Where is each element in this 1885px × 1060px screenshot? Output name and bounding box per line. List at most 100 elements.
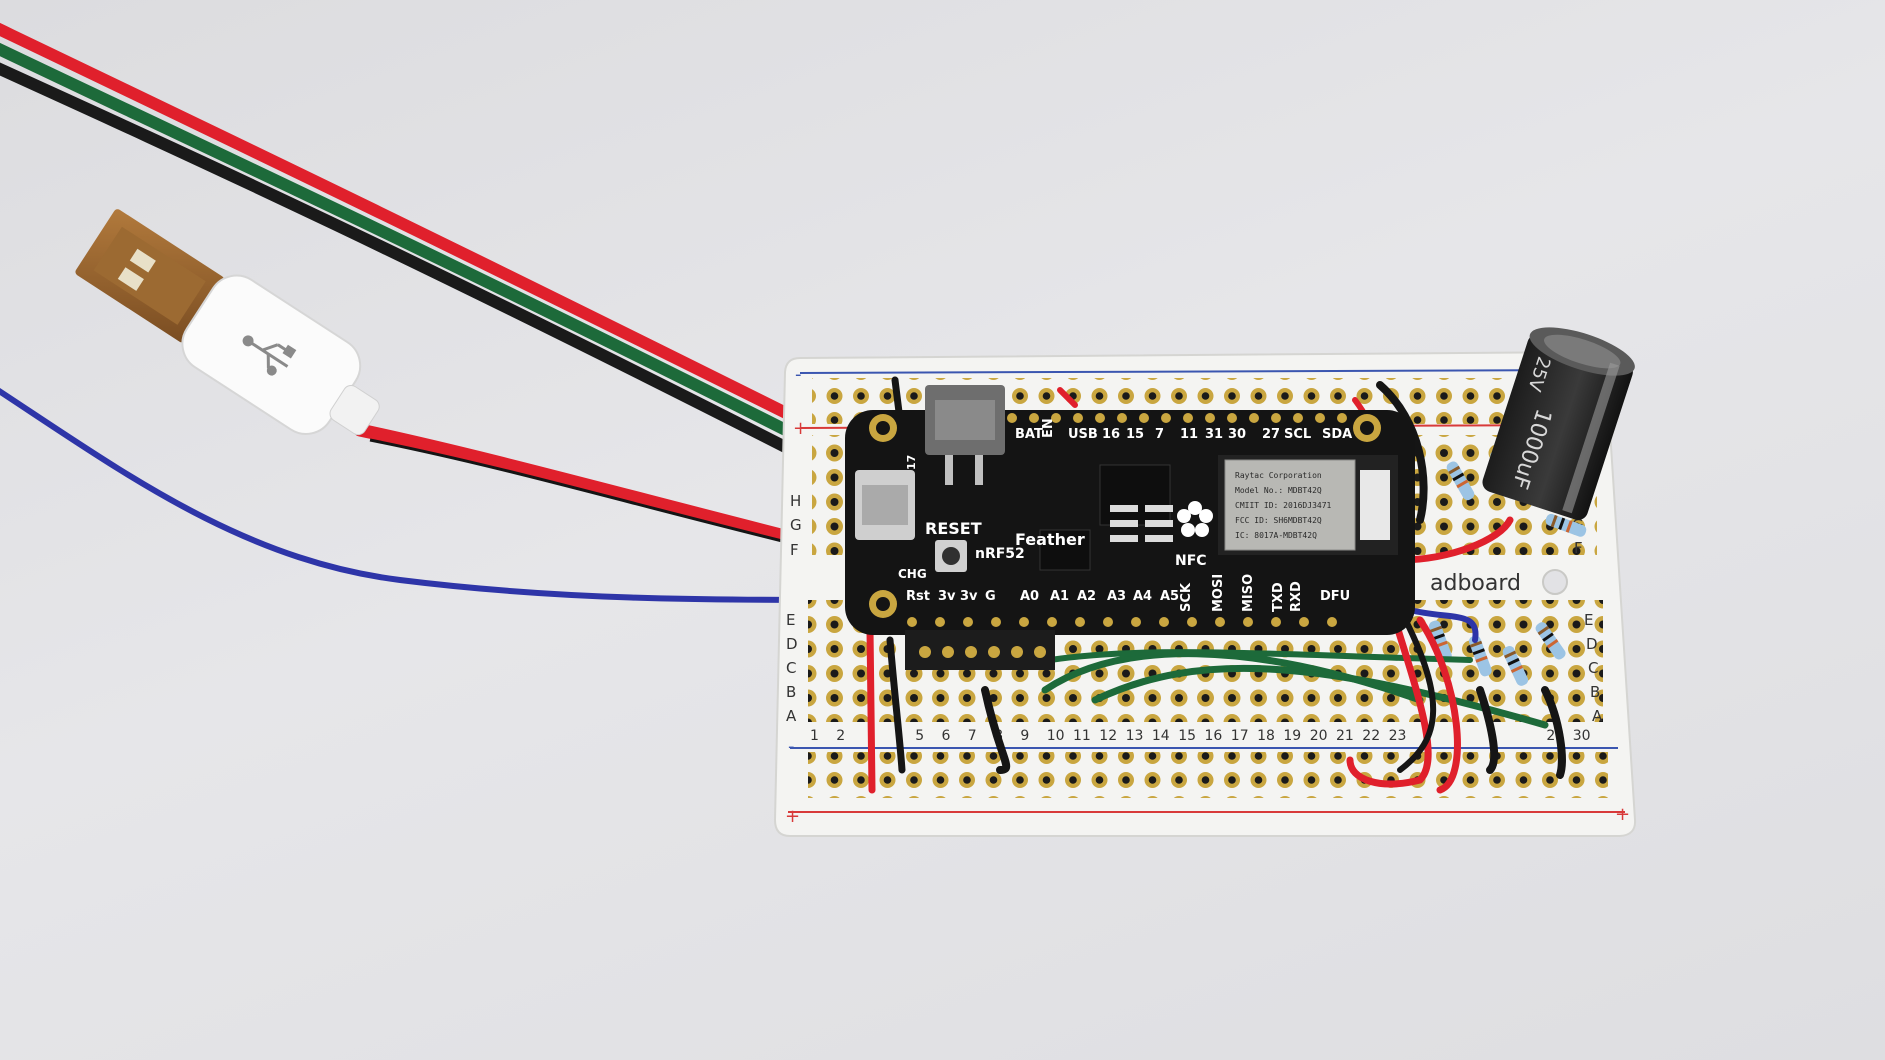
header-pad (1029, 413, 1039, 423)
header-pad (1073, 413, 1083, 423)
header-pad (963, 617, 973, 627)
chip-name-label: nRF52 (975, 546, 1025, 562)
column-number: 12 (1099, 728, 1117, 744)
header-pad (1051, 413, 1061, 423)
header-pad (907, 617, 917, 627)
resistor-icon (1428, 620, 1452, 662)
row-letter-left: C (786, 659, 796, 677)
blue-wire (0, 387, 871, 603)
row-letter-left: H (790, 492, 801, 510)
column-number: 20 (1310, 728, 1328, 744)
column-number: 22 (1362, 728, 1380, 744)
rail-plus-mark: + (793, 418, 808, 439)
header-pad (1019, 617, 1029, 627)
pin-label-top: SDA (1322, 427, 1352, 442)
pin-label-top: 11 (1180, 427, 1198, 442)
resistor-icon (1535, 622, 1566, 660)
pin-label-bottom: Rst (906, 589, 930, 604)
pin-label-bottom: A3 (1107, 589, 1126, 604)
row-letter-left: A (786, 707, 797, 725)
resistor-icon (1545, 513, 1587, 537)
pin-label-bottom: A5 (1160, 589, 1179, 604)
usb-trident-icon (242, 335, 297, 376)
header-pad (1205, 413, 1215, 423)
pin-label-top: 31 (1205, 427, 1223, 442)
ble-module-text: IC: 8017A-MDBT42Q (1235, 531, 1317, 540)
header-pad (1139, 413, 1149, 423)
column-number: 6 (942, 728, 951, 744)
ble-module-text: CMIIT ID: 2016DJ3471 (1235, 501, 1332, 510)
column-number: 10 (1047, 728, 1065, 744)
header-pad (1047, 617, 1057, 627)
bottom-rail-holes (808, 752, 1608, 798)
header-pad (1299, 617, 1309, 627)
ble-module-text: FCC ID: SH6MDBT42Q (1235, 516, 1322, 525)
column-number: 23 (1389, 728, 1407, 744)
pin-label-top: USB (1068, 427, 1098, 442)
column-number: 15 (1178, 728, 1196, 744)
usb-red-wire (353, 423, 867, 562)
row-letter-left: D (786, 635, 798, 653)
rail-plus-mark: + (1615, 804, 1630, 825)
header-pad (1095, 413, 1105, 423)
led-17-label: 17 (905, 455, 918, 470)
nfc-label: NFC (1175, 553, 1207, 569)
header-pad (1293, 413, 1303, 423)
column-number: 11 (1073, 728, 1091, 744)
header-pad (1007, 413, 1017, 423)
rail-minus-mark: - (788, 736, 795, 757)
column-number: 7 (968, 728, 977, 744)
row-letter-left: E (786, 611, 795, 629)
column-number: 9 (1020, 728, 1029, 744)
rail-minus-mark: - (795, 364, 802, 385)
column-number: 1 (810, 728, 819, 744)
pin-label-bottom: MISO (1241, 574, 1256, 612)
header-pad (1215, 617, 1225, 627)
header-pad (1243, 617, 1253, 627)
row-letter-right: B (1590, 683, 1600, 701)
header-pad (1103, 617, 1113, 627)
header-pad (1249, 413, 1259, 423)
row-letter-right: C (1588, 659, 1598, 677)
pin-label-bottom: 3v (938, 589, 956, 604)
row-letter-right: A (1592, 707, 1603, 725)
pin-label-bottom: G (985, 589, 996, 604)
pin-label-bottom: A1 (1050, 589, 1069, 604)
pin-label-top: SCL (1284, 427, 1311, 442)
chg-label: CHG (898, 567, 927, 581)
pin-label-top: EN (1041, 418, 1056, 438)
protoboard-brand-text: adboard (1430, 571, 1521, 596)
mcu-area (1099, 464, 1171, 526)
pin-label-top: 27 (1262, 427, 1280, 442)
ble-module-text: Raytac Corporation (1235, 471, 1322, 480)
resistor-icon (1468, 635, 1492, 677)
board-name-label: Feather (1015, 530, 1085, 549)
pin-label-bottom: A2 (1077, 589, 1096, 604)
adafruit-flower-logo-icon (1177, 501, 1213, 537)
header-pad (1131, 617, 1141, 627)
pin-label-top: 15 (1126, 427, 1144, 442)
header-pad (991, 617, 1001, 627)
reset-label: RESET (925, 519, 982, 538)
column-number: 14 (1152, 728, 1170, 744)
header-pad (1271, 413, 1281, 423)
row-letter-right: E (1584, 611, 1593, 629)
mounting-hole (1542, 569, 1568, 595)
header-pad (1159, 617, 1169, 627)
column-number: 21 (1336, 728, 1354, 744)
pin-label-bottom: SCK (1179, 582, 1194, 612)
ribbon-cable (0, 22, 866, 486)
pin-label-bottom: A4 (1133, 589, 1152, 604)
pin-label-bottom: 3v (960, 589, 978, 604)
column-number: 17 (1231, 728, 1249, 744)
column-number: 2 (836, 728, 845, 744)
header-pad (1187, 617, 1197, 627)
pin-label-top: 7 (1155, 427, 1164, 442)
rail-plus-mark: + (785, 806, 800, 827)
pin-label-top: BAT (1015, 427, 1043, 442)
column-number: 13 (1126, 728, 1144, 744)
row-letter-right: D (1586, 635, 1598, 653)
